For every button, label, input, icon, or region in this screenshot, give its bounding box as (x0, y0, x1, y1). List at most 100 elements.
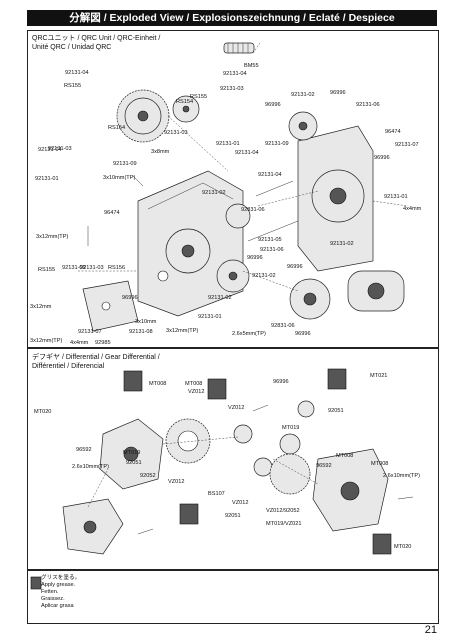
part-label: 92051 (126, 460, 142, 466)
qrc-section-label: QRCユニット / QRC Unit / QRC-Einheit / Unité… (32, 35, 160, 52)
qrc-exploded-drawing: 92131-04 RS155 92131-03 RS154 92131-03 9… (30, 42, 422, 346)
part-label: 3x10mm(TP) (103, 175, 135, 181)
part-label: 92131-06 (356, 102, 380, 108)
diff-case-left (99, 418, 164, 490)
diff-case-right (312, 448, 389, 532)
part-label: RS154 (176, 99, 193, 105)
part-label: 92131-01 (216, 141, 240, 147)
part-label: 92131-07 (78, 329, 102, 335)
part-label: 92131-09 (113, 161, 137, 167)
part-label: 96996 (330, 90, 346, 96)
part-label: 92131-01 (35, 176, 59, 182)
part-label: 92131-03 (80, 265, 104, 271)
part-label: 3x8mm (151, 149, 170, 155)
part-label: RS156 (108, 265, 125, 271)
gearbox-housing (137, 170, 244, 317)
part-label: VZ012 (168, 479, 184, 485)
diff-ring-right (269, 453, 311, 495)
left-cover-plate (82, 280, 139, 332)
diff-part-labels: MT020 MT008 MT008 VZ012 96996 MT021 VZ01… (34, 373, 420, 550)
part-label: 3x12mm(TP) (36, 234, 68, 240)
part-label: 2.6x10mm(TP) (72, 464, 109, 470)
diff-label-line-2: Différentiel / Diferencial (32, 362, 105, 370)
qrc-unit-section: QRCユニット / QRC Unit / QRC-Einheit / Unité… (27, 30, 439, 348)
part-label: 96474 (104, 210, 120, 216)
part-label: RS155 (190, 94, 207, 100)
spur-gear-lower-right (289, 278, 331, 320)
part-label: MT008 (149, 381, 166, 387)
diff-screws (137, 404, 414, 535)
part-label: VZ012 (228, 405, 244, 411)
part-label: VZ012/92052 (266, 508, 300, 514)
qrc-part-labels: 92131-04 RS155 92131-03 RS154 92131-03 9… (30, 63, 422, 346)
spring-top (223, 42, 255, 54)
part-label: 4x4mm (403, 206, 422, 212)
part-label: 96996 (247, 255, 263, 261)
part-label: 92131-06 (260, 247, 284, 253)
part-label: MT019/VZ021 (266, 521, 301, 527)
part-label: 92131-02 (330, 241, 354, 247)
legend-line-fr: Graissez. (41, 596, 65, 602)
gear-plate-top (172, 95, 200, 123)
part-label: MT020 (394, 544, 411, 550)
part-label: RS155 (38, 267, 55, 273)
part-label: 92131-03 (220, 86, 244, 92)
spur-gear-top (116, 89, 170, 143)
part-label: 4x4mm (70, 340, 89, 346)
part-label: 92985 (95, 340, 111, 346)
ring-gear (165, 418, 211, 464)
part-label: 96996 (374, 155, 390, 161)
part-label: MT008 (336, 453, 353, 459)
part-label: 96996 (273, 379, 289, 385)
part-label: 92131-01 (198, 314, 222, 320)
part-label: MT020 (34, 409, 51, 415)
part-label: 3x12mm(TP) (166, 328, 198, 334)
part-label: 92131-09 (62, 265, 86, 271)
part-label: MT008 (185, 381, 202, 387)
right-gearbox-case (297, 125, 374, 272)
part-label: 96996 (295, 331, 311, 337)
diff-label-line-1: デフギヤ / Differential / Gear Differential … (32, 354, 160, 361)
part-label: 2.6x10mm(TP) (383, 473, 420, 479)
differential-section: デフギヤ / Differential / Gear Differential … (27, 348, 439, 570)
part-label: BM55 (244, 63, 259, 69)
qrc-label-line-1: QRCユニット / QRC Unit / QRC-Einheit / (32, 35, 161, 42)
legend-line-ja: グリスを塗る。 (41, 575, 81, 581)
part-label: 92831-06 (271, 323, 295, 329)
part-label: 92131-01 (384, 194, 408, 200)
part-label: 92131-02 (208, 295, 232, 301)
part-label: RS154 (108, 125, 125, 131)
legend-line-en: Apply grease. (41, 582, 76, 588)
shafts (87, 175, 299, 246)
part-label: 2.6x5mm(TP) (232, 331, 266, 337)
part-label: 96996 (122, 295, 138, 301)
diff-section-label: デフギヤ / Differential / Gear Differential … (32, 354, 160, 371)
part-label: 92131-04 (258, 172, 282, 178)
differential-exploded-drawing: MT020 MT008 MT008 VZ012 96996 MT021 VZ01… (34, 368, 420, 555)
part-label: MT019 (123, 450, 140, 456)
bevel-gears (233, 400, 315, 477)
grease-icon (30, 576, 42, 590)
part-label: 92131-04 (235, 150, 259, 156)
page-title: 分解図 / Exploded View / Explosionszeichnun… (27, 10, 437, 26)
part-label: 92131-09 (265, 141, 289, 147)
part-label: 92131-04 (38, 147, 62, 153)
part-label: 92131-04 (223, 71, 247, 77)
grease-legend-text: グリスを塗る。 Apply grease. Fetten. Graissez. … (41, 575, 80, 610)
part-label: 92131-08 (129, 329, 153, 335)
part-label: 92131-05 (258, 237, 282, 243)
grease-markers (123, 368, 392, 555)
diff-case-left-lower (62, 498, 124, 555)
part-label: MT008 (371, 461, 388, 467)
part-label: 92051 (225, 513, 241, 519)
part-label: 92831-06 (241, 207, 265, 213)
idler-gear-upper (288, 111, 318, 141)
part-label: 96592 (76, 447, 92, 453)
part-label: 92051 (328, 408, 344, 414)
part-label: RS155 (64, 83, 81, 89)
legend-line-de: Fetten. (41, 589, 59, 595)
part-label: 92131-04 (65, 70, 89, 76)
part-label: 3x10mm (135, 319, 157, 325)
part-label: BS107 (208, 491, 225, 497)
